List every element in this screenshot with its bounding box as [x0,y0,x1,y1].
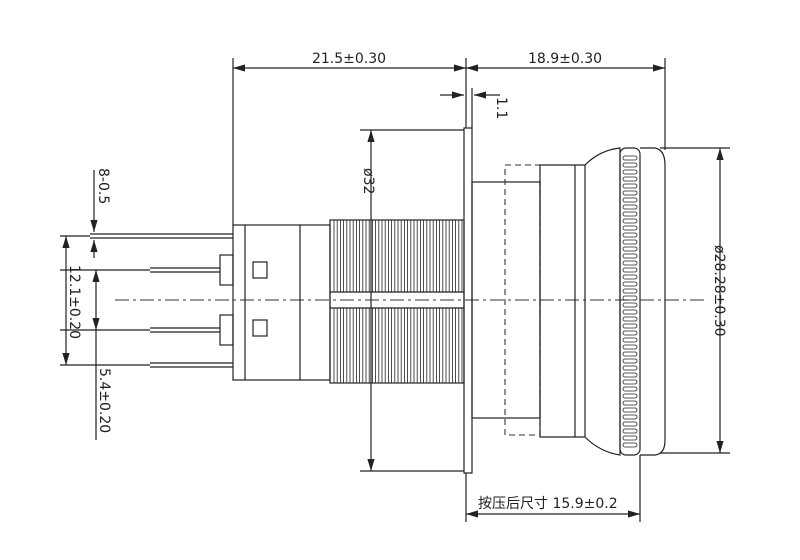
knurl-ridge [622,400,638,406]
knurl-ridge [622,302,638,308]
knurl-ridge [622,344,638,350]
knurl-ridge [622,218,638,224]
pin-spacing-outer-label: 12.1±0.20 [66,265,82,339]
knurl-ridge [622,337,638,343]
knurl-ridge [622,393,638,399]
knurl-ridge [622,365,638,371]
knurl-ridge [622,169,638,175]
knurl-ridge [622,239,638,245]
knurl-ridge [622,232,638,238]
knurl-ridge [622,358,638,364]
thread-diameter-dimension [360,129,464,472]
knurl-ridge [622,316,638,322]
knurl-ridge [622,330,638,336]
knurl-ridge [622,260,638,266]
rear-housing [219,224,331,381]
knurl-ridge [622,386,638,392]
knurl-ridge [622,274,638,280]
knurl-ridge [622,295,638,301]
knurl-ridge [622,246,638,252]
body-length-label: 21.5±0.30 [312,51,386,67]
knurl-ridge [622,190,638,196]
button-diameter-label: ø28.28±0.30 [711,245,727,337]
knurl-ridge [622,435,638,441]
knurl-ridge [622,379,638,385]
pressed-dimension [465,455,641,522]
flange-thickness-label: 1.1 [493,97,509,119]
knurl-ridge [622,351,638,357]
knurl-ridge [622,372,638,378]
knurl-ridge [622,225,638,231]
knurl-ridge [622,428,638,434]
knurl-ridge [622,309,638,315]
button-length-label: 18.9±0.30 [528,51,602,67]
knurl-ridge [622,183,638,189]
knurl-ridge [622,442,638,448]
pin-width-label: 8-0.5 [95,168,111,204]
top-dimensions [232,58,666,225]
thread-diameter-label: ø32 [360,168,376,194]
threaded-body [329,219,465,384]
knurl-ridge [622,197,638,203]
knurl-ridge [622,253,638,259]
knurl-ridge [622,323,638,329]
knurl-ridge [622,407,638,413]
knurl-ridge [622,267,638,273]
knurl-ridge [622,211,638,217]
left-dimensions [62,170,100,440]
knurl-ridge [622,281,638,287]
knurl-ridge [622,155,638,161]
knurl-ridge [622,162,638,168]
knurl-ridge [622,288,638,294]
button-diameter-dimension [660,147,730,454]
pin-spacing-inner-label: 5.4±0.20 [96,368,112,433]
pressed-label: 按压后尺寸 15.9±0.2 [478,496,618,512]
knurl-ridge [622,421,638,427]
knurl-ridge [622,414,638,420]
terminal-pins [60,233,233,368]
knurl-ridge [622,176,638,182]
knurl-ridge [622,204,638,210]
button-assembly [471,147,666,456]
